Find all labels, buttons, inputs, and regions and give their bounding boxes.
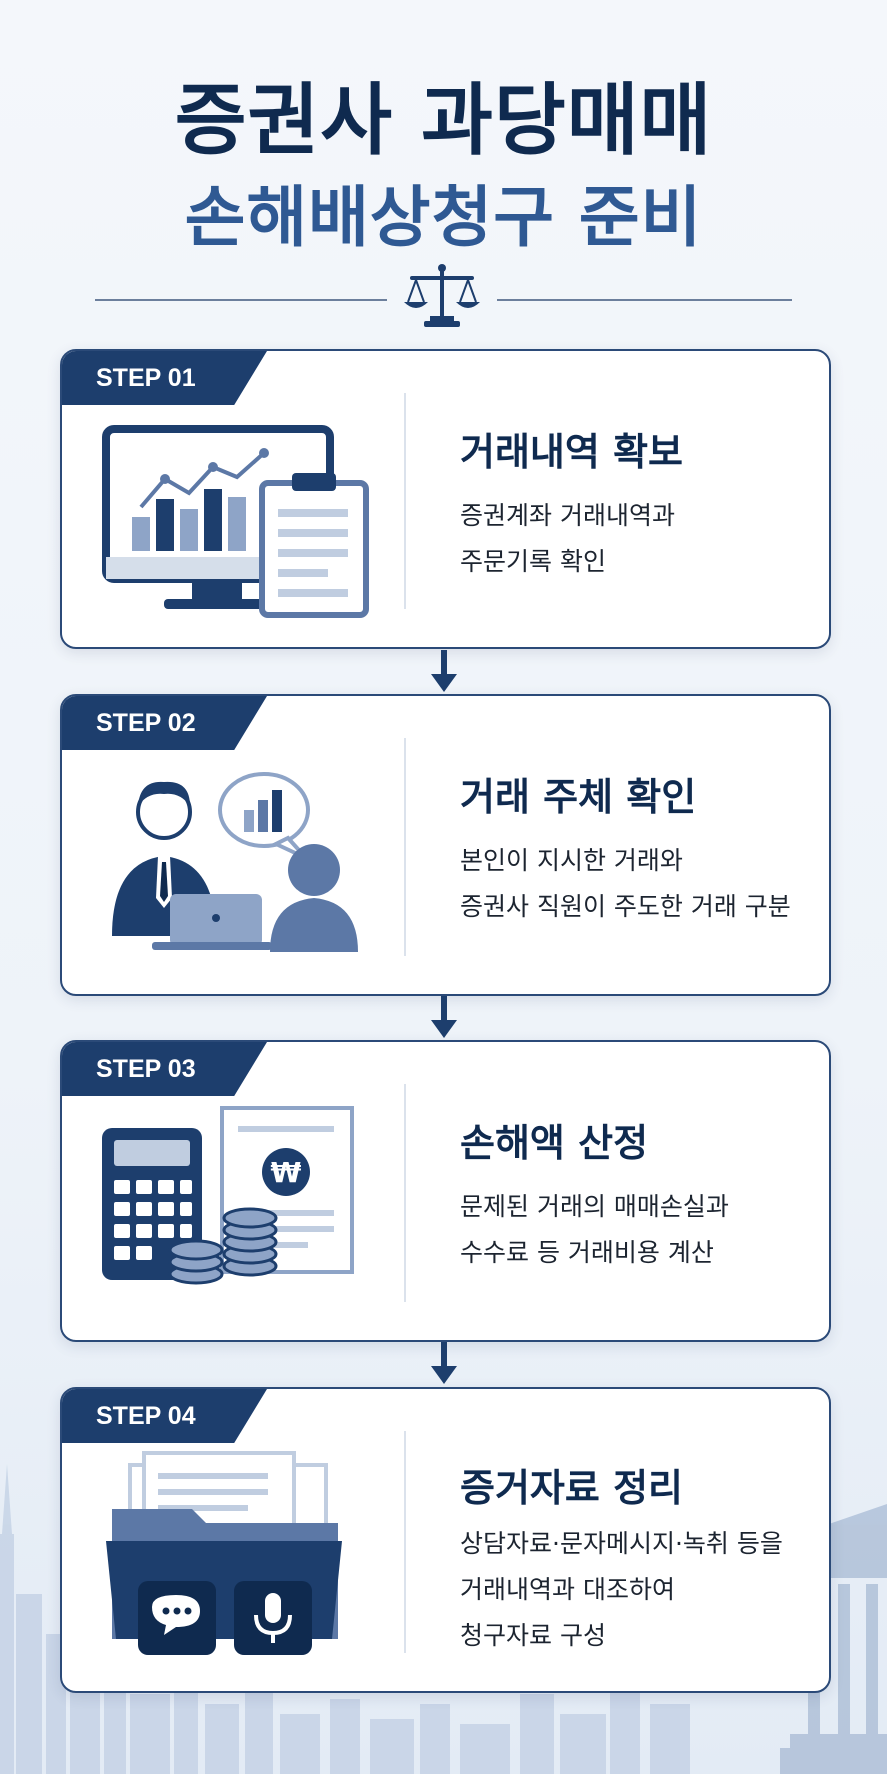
- card-divider: [404, 738, 406, 956]
- people-consultation-icon: [112, 772, 358, 952]
- down-arrow-icon: [431, 996, 457, 1038]
- step-card-4: STEP 04 증거자료 정리 상담자료·문자메시지·녹취 등을 거래내역과 대…: [60, 1387, 831, 1693]
- header-divider-left: [95, 299, 387, 301]
- step-card-2: STEP 02 거래 주체 확인 본인이 지시한 거래와 증권사 직원이 주도한…: [60, 694, 831, 996]
- step-badge-1: STEP 01: [62, 351, 267, 405]
- card-divider: [404, 1084, 406, 1302]
- title-line-1: 증권사 과당매매: [174, 76, 713, 166]
- city-skyline-background: [0, 1464, 887, 1774]
- step-badge-2: STEP 02: [62, 696, 267, 750]
- down-arrow-icon: [431, 650, 457, 692]
- desc-line: 증권계좌 거래내역과: [460, 501, 675, 530]
- calculator-coins-won-icon: ₩: [102, 1106, 354, 1285]
- desc-line: 문제된 거래의 매매손실과: [460, 1192, 729, 1221]
- step-title-2: 거래 주체 확인: [460, 775, 697, 819]
- step-title-1: 거래내역 확보: [460, 430, 683, 474]
- step-desc-1: 증권계좌 거래내역과 주문기록 확인: [460, 493, 829, 585]
- step-desc-3: 문제된 거래의 매매손실과 수수료 등 거래비용 계산: [460, 1184, 829, 1276]
- step-desc-4: 상담자료·문자메시지·녹취 등을 거래내역과 대조하여 청구자료 구성: [460, 1521, 829, 1659]
- step-badge-4: STEP 04: [62, 1389, 267, 1443]
- down-arrow-icon: [431, 1342, 457, 1384]
- card-divider: [404, 1431, 406, 1653]
- step-badge-3: STEP 03: [62, 1042, 267, 1096]
- desc-line: 본인이 지시한 거래와: [460, 846, 683, 875]
- svg-text:₩: ₩: [271, 1156, 302, 1189]
- step-desc-2: 본인이 지시한 거래와 증권사 직원이 주도한 거래 구분: [460, 838, 829, 930]
- card-divider: [404, 393, 406, 609]
- desc-line: 주문기록 확인: [460, 547, 606, 576]
- desc-line: 수수료 등 거래비용 계산: [460, 1238, 714, 1267]
- monitor-chart-clipboard-icon: [102, 425, 369, 618]
- folder-chat-mic-icon: [106, 1451, 342, 1655]
- desc-line: 상담자료·문자메시지·녹취 등을: [460, 1529, 783, 1558]
- title-line-2: 손해배상청구 준비: [184, 179, 703, 256]
- desc-line: 증권사 직원이 주도한 거래 구분: [460, 892, 791, 921]
- scale-of-justice-icon: [404, 264, 480, 327]
- step-title-3: 손해액 산정: [460, 1121, 649, 1165]
- step-card-3: STEP 03 ₩ 손해액 산정 문제된 거래의 매매손실과: [60, 1040, 831, 1342]
- desc-line: 청구자료 구성: [460, 1621, 606, 1650]
- step-title-4: 증거자료 정리: [460, 1466, 683, 1510]
- desc-line: 거래내역과 대조하여: [460, 1575, 675, 1604]
- step-card-1: STEP 01 거래내역 확보 증권계좌 거래내역과 주문기록 확인: [60, 349, 831, 649]
- header-divider-right: [497, 299, 792, 301]
